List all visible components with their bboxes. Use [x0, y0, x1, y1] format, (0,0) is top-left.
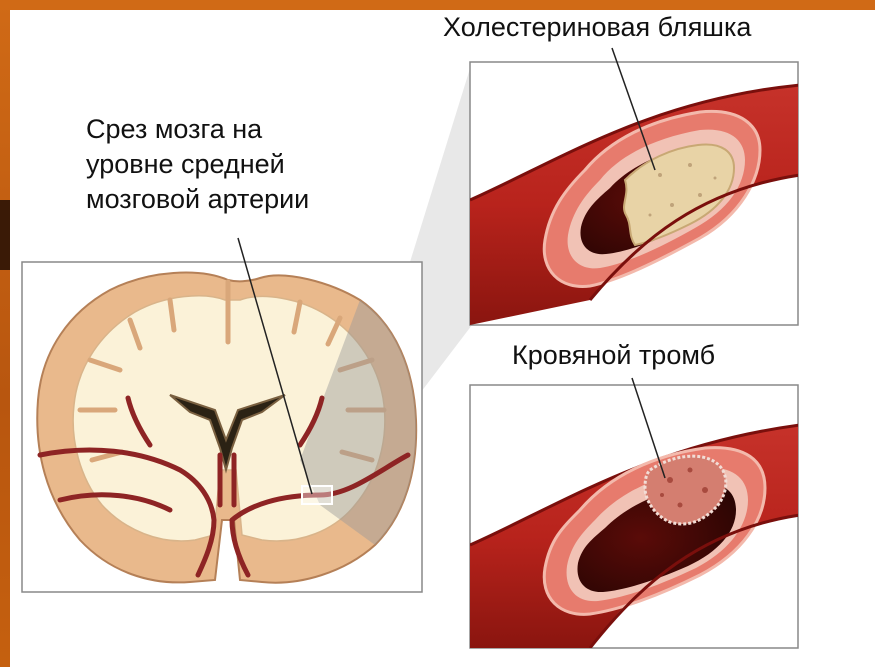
- brain-panel: [22, 262, 422, 592]
- brain-slice-label: Срез мозга на уровне средней мозговой ар…: [86, 112, 309, 217]
- cholesterol-plaque-label: Холестериновая бляшка: [443, 10, 751, 45]
- occlusion-marker: [302, 486, 332, 504]
- plaque-panel: [470, 48, 800, 325]
- clot-panel: [470, 378, 800, 648]
- blood-clot-label: Кровяной тромб: [512, 338, 715, 373]
